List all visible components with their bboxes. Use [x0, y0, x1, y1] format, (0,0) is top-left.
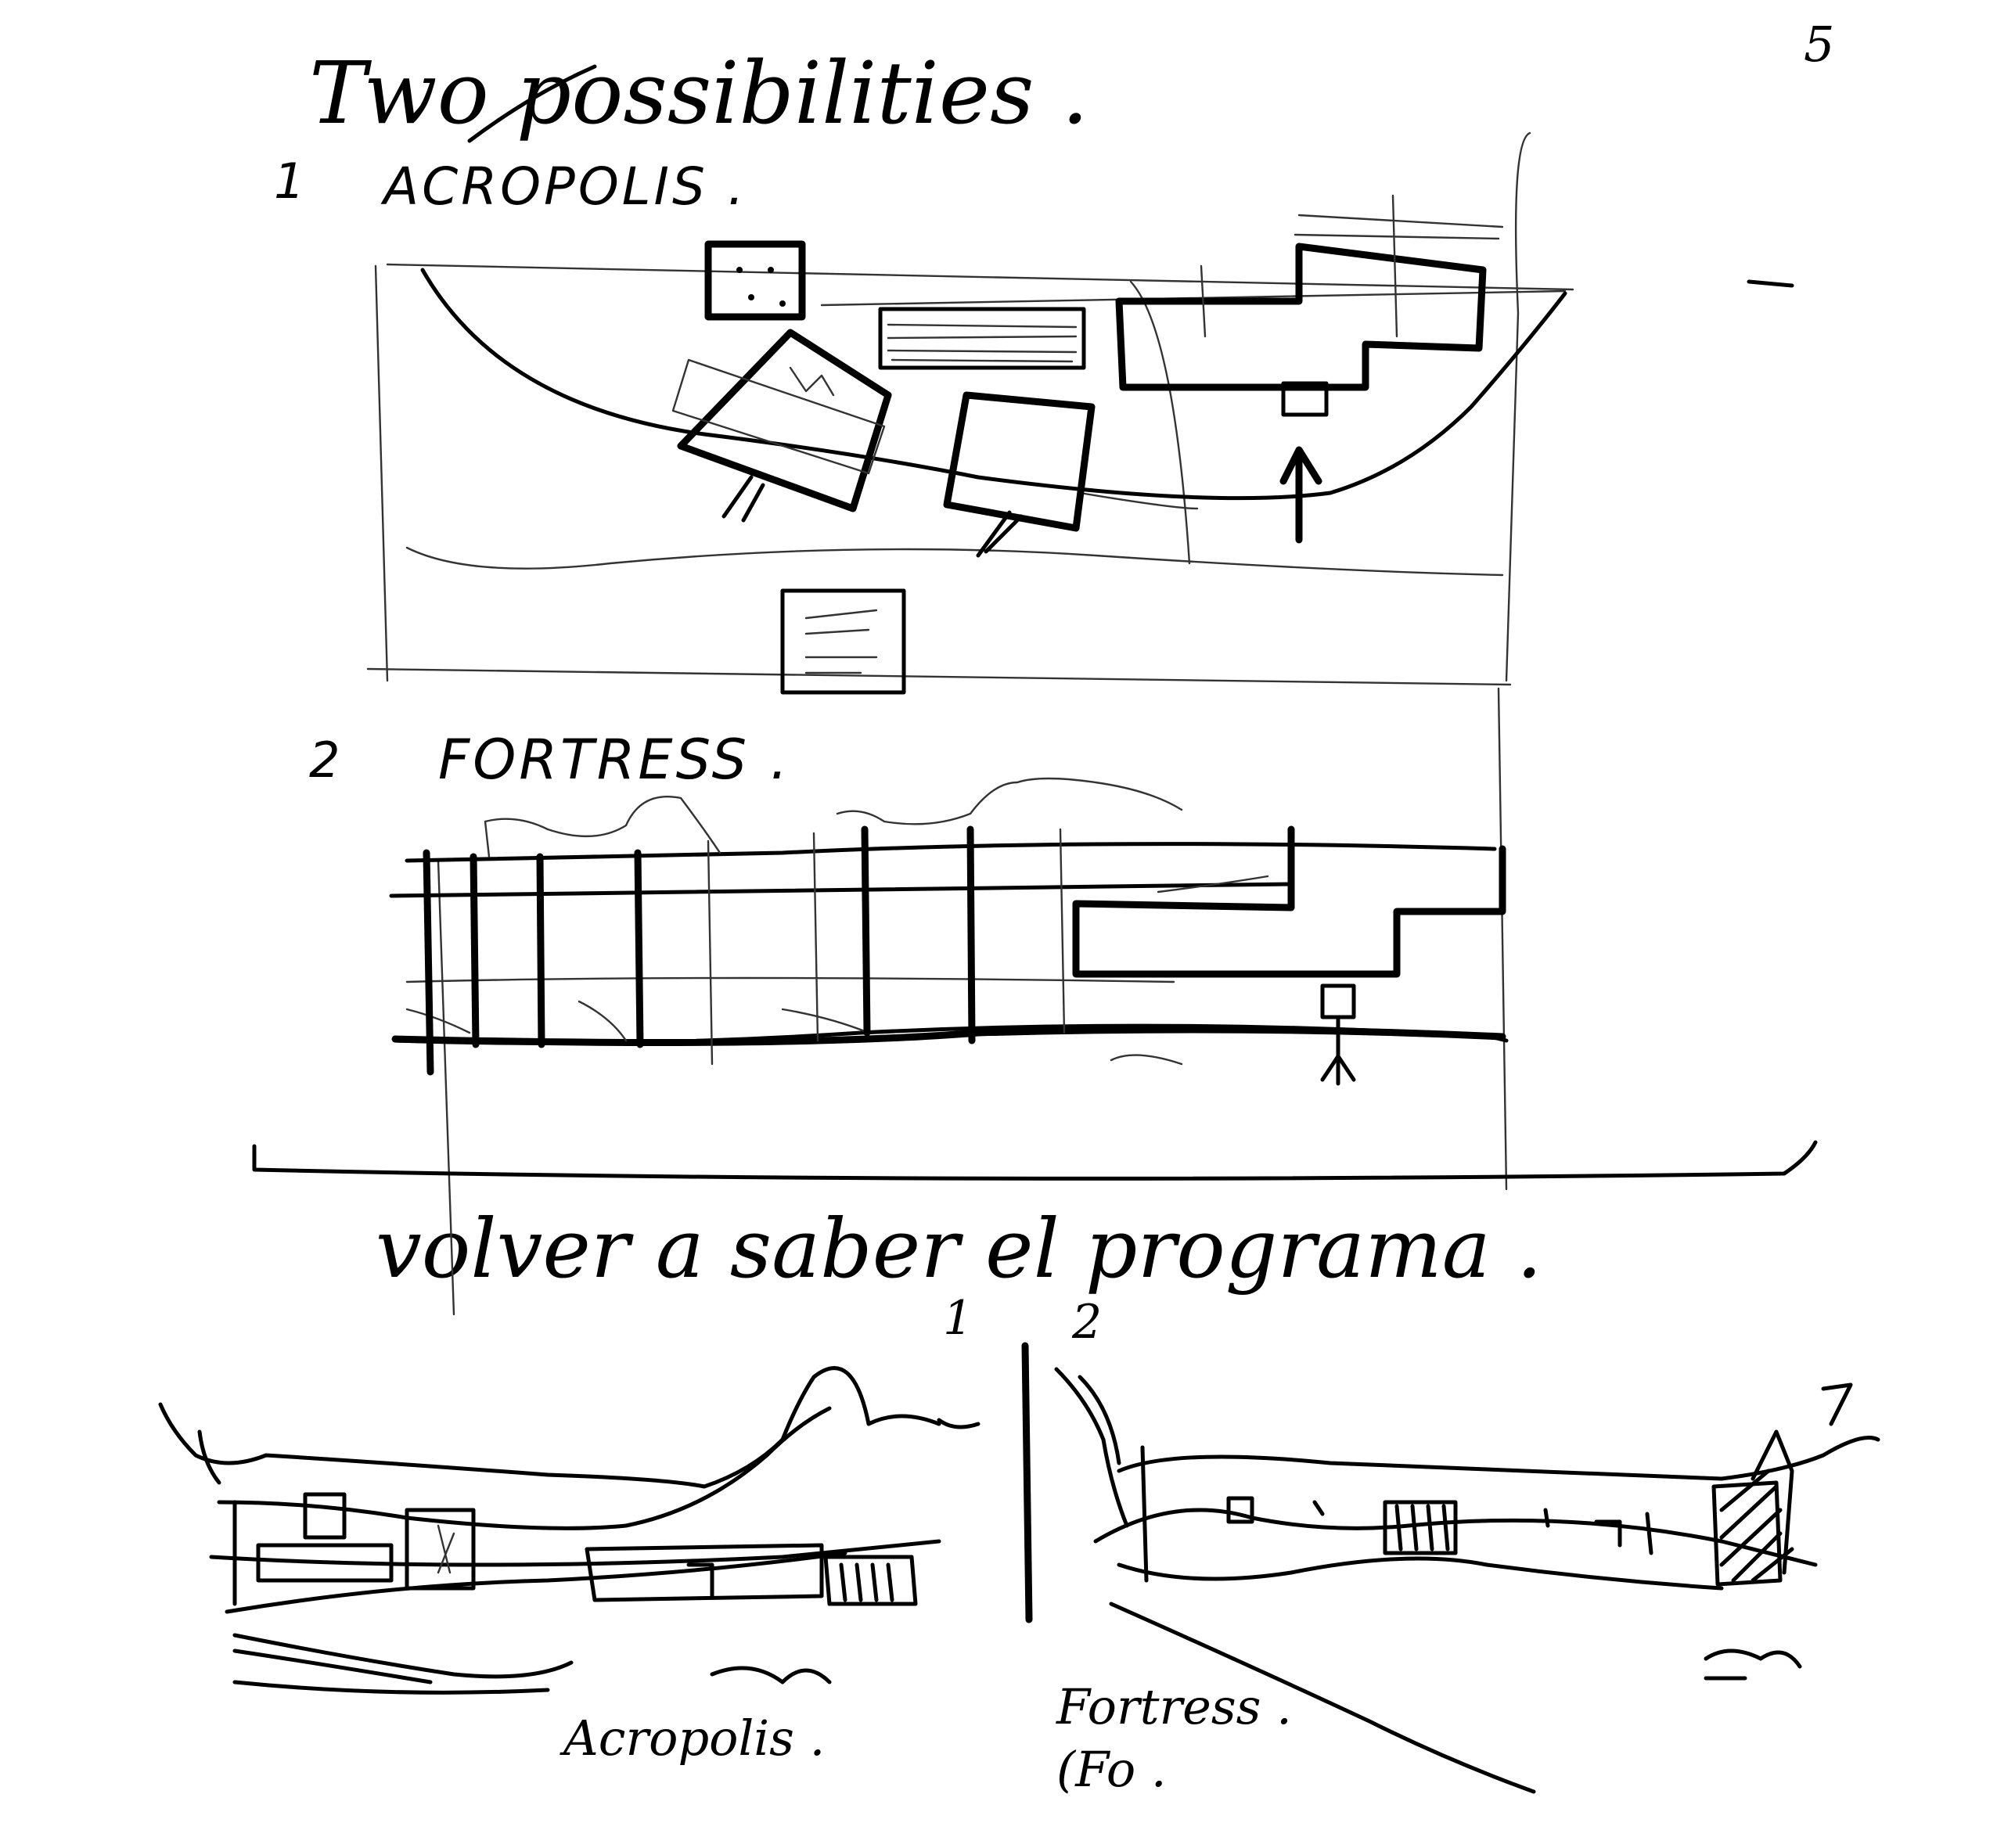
fortress-plan — [389, 687, 1509, 1316]
acropolis-stepped-building — [1115, 243, 1487, 391]
fortress-stepped-building — [1072, 825, 1506, 978]
fortress-signature — [1704, 1648, 1802, 1681]
sketch-heading: Two possibilities . — [309, 43, 1089, 143]
fortress-entry-arrow — [1320, 1015, 1356, 1086]
caption-fortress: Fortress . — [1056, 1678, 1292, 1735]
options-bracket — [252, 1140, 1818, 1181]
fortress-perspective — [1054, 1367, 1880, 1794]
acropolis-perspective — [158, 1366, 981, 1695]
heading-swoosh — [467, 64, 597, 143]
option-1-label: ACROPOLIS . — [383, 156, 747, 217]
acropolis-square — [943, 391, 1096, 532]
acropolis-entry-arrow — [1279, 446, 1322, 544]
perspective-divider — [1021, 1342, 1033, 1623]
option-2-number: 2 — [309, 732, 344, 789]
acropolis-rotated-square — [677, 329, 892, 512]
acropolis-plan — [366, 131, 1794, 695]
caption-fortress-sub: (Fo . — [1056, 1741, 1167, 1798]
option-1-number: 1 — [274, 153, 308, 210]
acropolis-dotted-square — [704, 240, 806, 321]
perspective-number-1: 1 — [943, 1291, 973, 1346]
acropolis-signature — [710, 1666, 832, 1684]
caption-acropolis: Acropolis . — [563, 1710, 826, 1767]
perspective-number-2: 2 — [1072, 1295, 1103, 1350]
acropolis-hatched-bar — [878, 307, 1086, 370]
page-number: 5 — [1804, 16, 1835, 73]
option-2-label: FORTRESS . — [438, 728, 791, 792]
program-note: volver a saber el programa . — [376, 1201, 1542, 1296]
acropolis-lower-block — [780, 588, 906, 695]
